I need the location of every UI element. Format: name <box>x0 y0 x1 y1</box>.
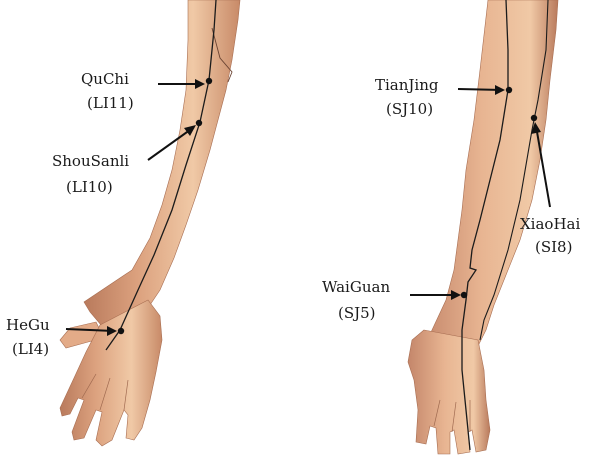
right-arm: TianJing (SJ10) XiaoHai (SI8) WaiGuan (S… <box>322 0 580 454</box>
quchi-point <box>206 78 212 84</box>
hegu-code: (LI4) <box>12 340 49 358</box>
waiguan-name: WaiGuan <box>322 278 390 296</box>
waiguan-point <box>461 292 467 298</box>
left-arm: QuChi (LI11) ShouSanli (LI10) HeGu (LI4) <box>6 0 240 446</box>
xiaohai-name: XiaoHai <box>520 215 580 233</box>
quchi-code: (LI11) <box>87 94 134 112</box>
tianjing-name: TianJing <box>375 76 439 94</box>
hegu-name: HeGu <box>6 316 50 334</box>
shousanli-code: (LI10) <box>66 178 113 196</box>
shousanli-name: ShouSanli <box>52 152 129 170</box>
left-hand <box>60 300 162 446</box>
xiaohai-code: (SI8) <box>535 238 572 256</box>
hegu-point <box>118 328 124 334</box>
tianjing-point <box>506 87 512 93</box>
quchi-name: QuChi <box>81 70 129 88</box>
right-hand <box>408 330 490 454</box>
xiaohai-point <box>531 115 537 121</box>
right-arm-shape <box>420 0 558 360</box>
waiguan-code: (SJ5) <box>338 304 376 322</box>
tianjing-code: (SJ10) <box>386 100 433 118</box>
shousanli-point <box>196 120 202 126</box>
